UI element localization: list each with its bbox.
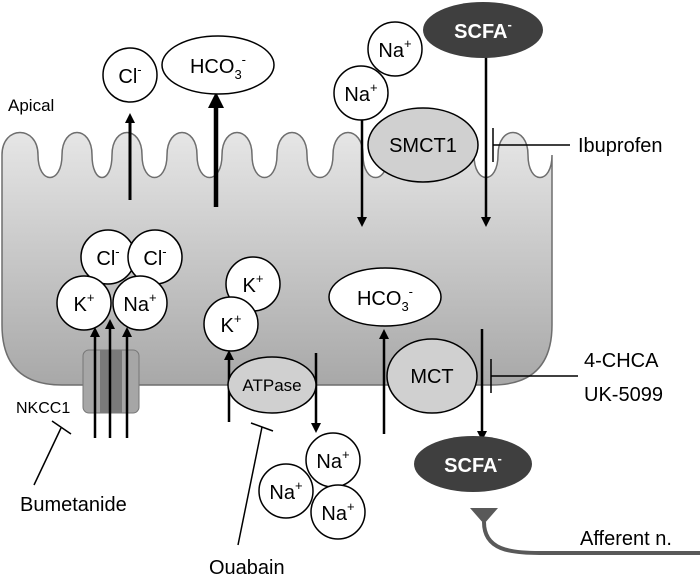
na-ion-basal-2-label: Na+ bbox=[269, 478, 302, 504]
hco3-ion-top bbox=[161, 35, 275, 95]
atpase-pump bbox=[227, 356, 317, 414]
na-ion-basal-1-label: Na+ bbox=[316, 447, 349, 473]
cl-ion-inner-2-label: Cl- bbox=[143, 244, 166, 270]
smct1-label: SMCT1 bbox=[389, 135, 457, 157]
na-ion-top-2 bbox=[333, 65, 389, 121]
hco3-ion-inner-label: HCO3- bbox=[357, 284, 413, 314]
na-ion-top-2-label: Na+ bbox=[344, 80, 377, 106]
cl-ion-top-label: Cl- bbox=[118, 62, 141, 88]
afferent-nerve-ending bbox=[470, 508, 498, 524]
k-ion-pump-1-label: K+ bbox=[243, 271, 264, 297]
bumetanide-inhibition-line bbox=[33, 427, 62, 486]
na-ion-basal-3 bbox=[310, 484, 366, 540]
scfa-lumen-label: SCFA- bbox=[454, 17, 512, 43]
bumetanide-inhibition-bar bbox=[51, 420, 72, 435]
hco3-ion-inner bbox=[328, 267, 442, 327]
mct-inhibitor-2-label: UK-5099 bbox=[584, 384, 663, 406]
na-ion-top-1 bbox=[367, 21, 423, 77]
na-ion-basal-3-label: Na+ bbox=[321, 499, 354, 525]
smct1-transporter bbox=[367, 107, 479, 183]
afferent-label: Afferent n. bbox=[580, 528, 672, 550]
na-ion-inner-label: Na+ bbox=[123, 290, 156, 316]
ouabain-inhibition-bar bbox=[250, 422, 274, 432]
k-ion-pump-2-label: K+ bbox=[221, 311, 242, 337]
nkcc1-label: NKCC1 bbox=[16, 400, 70, 417]
hco3-ion-top-label: HCO3- bbox=[190, 52, 246, 82]
ouabain-inhibition-line bbox=[237, 426, 263, 546]
scfa-basolateral-label: SCFA- bbox=[444, 451, 502, 477]
cl-ion-inner-1-label: Cl- bbox=[96, 244, 119, 270]
k-ion-inner bbox=[56, 275, 112, 331]
na-ion-inner bbox=[112, 275, 168, 331]
atpase-label: ATPase bbox=[242, 376, 301, 395]
k-ion-inner-label: K+ bbox=[74, 290, 95, 316]
mct-label: MCT bbox=[410, 366, 453, 388]
ouabain-label: Ouabain bbox=[209, 557, 285, 579]
na-ion-top-1-label: Na+ bbox=[378, 36, 411, 62]
cl-ion-top bbox=[102, 47, 158, 103]
mct-transporter bbox=[386, 338, 478, 414]
mct-inhibitor-1-label: 4-CHCA bbox=[584, 350, 659, 372]
bumetanide-label: Bumetanide bbox=[20, 494, 127, 516]
afferent-nerve bbox=[482, 521, 700, 555]
na-ion-basal-2 bbox=[258, 463, 314, 519]
scfa-lumen bbox=[423, 2, 543, 58]
apical-label: Apical bbox=[8, 96, 54, 115]
scfa-basolateral bbox=[414, 436, 532, 492]
ibuprofen-label: Ibuprofen bbox=[578, 135, 663, 157]
